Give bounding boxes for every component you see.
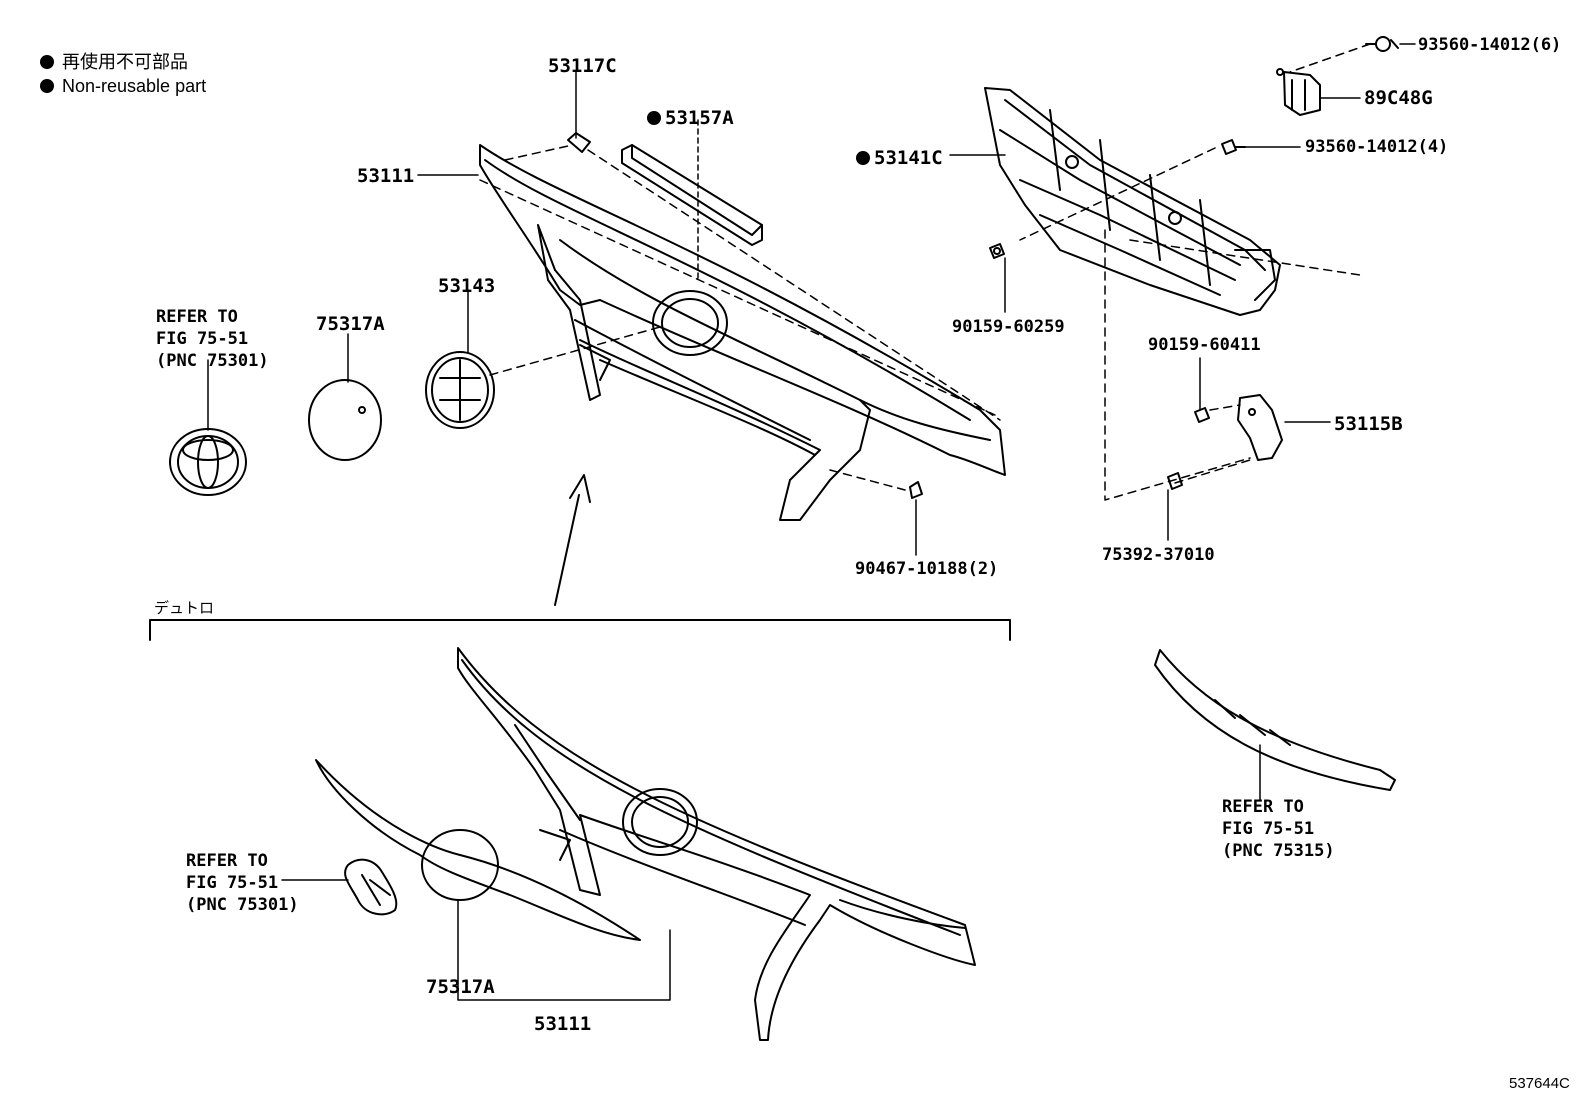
label-53115B: 53115B <box>1334 413 1403 435</box>
label-75317A-bottom: 75317A <box>426 976 495 998</box>
bracket-53115B <box>1237 394 1283 461</box>
ref1-line2: FIG 75-51 <box>156 329 248 349</box>
label-75317A-top: 75317A <box>316 313 385 335</box>
leader-lines <box>207 43 1416 1001</box>
label-93560-6: 93560-14012(6) <box>1418 35 1561 55</box>
clip-75392-37010 <box>1167 472 1183 490</box>
clip-90467 <box>909 481 923 499</box>
group-bracket <box>149 619 1011 641</box>
grille-upper <box>479 144 1006 521</box>
clip-53117C <box>567 132 591 153</box>
label-90159-60259: 90159-60259 <box>952 317 1065 337</box>
label-90159-60411: 90159-60411 <box>1148 335 1261 355</box>
ref2-line1: REFER TO <box>186 851 268 871</box>
label-53111-top: 53111 <box>357 165 414 187</box>
legend-en: Non-reusable part <box>62 76 207 96</box>
ref3-line2: FIG 75-51 <box>1222 819 1314 839</box>
figure-code: 537644C <box>1509 1075 1570 1092</box>
direction-arrow <box>554 474 591 606</box>
emblem-base-53143 <box>425 351 495 429</box>
legend-jp: 再使用不可部品 <box>62 52 188 72</box>
ref1-line1: REFER TO <box>156 307 238 327</box>
label-93560-4: 93560-14012(4) <box>1305 137 1448 157</box>
label-89C48G: 89C48G <box>1364 87 1433 109</box>
label-53117C: 53117C <box>548 55 617 77</box>
bullet-icon <box>40 79 54 93</box>
nonreusable-icon <box>647 111 661 125</box>
nonreusable-icon <box>856 151 870 165</box>
cover-75317A <box>308 379 382 461</box>
label-53143: 53143 <box>438 275 495 297</box>
screw-93560-6 <box>1365 36 1399 52</box>
dashed-lines <box>479 43 1371 501</box>
bar-53157A <box>621 144 763 246</box>
grille-lower <box>457 647 976 1041</box>
bullet-icon <box>40 55 54 69</box>
label-53157A: 53157A <box>665 107 734 129</box>
ref3-line1: REFER TO <box>1222 797 1304 817</box>
hino-emblem <box>344 858 398 916</box>
label-75392-37010: 75392-37010 <box>1102 545 1215 565</box>
labels: 53117C 53157A 53111 53143 75317A REFER T… <box>154 35 1570 1092</box>
bolt-90159-60411 <box>1194 407 1210 423</box>
ref2-line2: FIG 75-51 <box>186 873 278 893</box>
bracket-89C48G <box>1276 68 1321 116</box>
toyota-emblem-upper <box>169 428 247 496</box>
bolt-90159-60259 <box>989 243 1005 259</box>
group-label: デュトロ <box>154 599 214 617</box>
screw-93560-4 <box>1221 139 1246 155</box>
legend: 再使用不可部品 Non-reusable part <box>40 50 206 98</box>
label-53111-bottom: 53111 <box>534 1013 591 1035</box>
ref1-line3: (PNC 75301) <box>156 351 269 371</box>
inner-grille-53141C <box>984 87 1281 316</box>
ref3-line3: (PNC 75315) <box>1222 841 1335 861</box>
garnish-75317A-lower <box>315 759 641 941</box>
ref2-line3: (PNC 75301) <box>186 895 299 915</box>
label-90467-10188: 90467-10188(2) <box>855 559 998 579</box>
label-53141C: 53141C <box>874 147 943 169</box>
garnish-strip-75315 <box>1154 649 1396 791</box>
